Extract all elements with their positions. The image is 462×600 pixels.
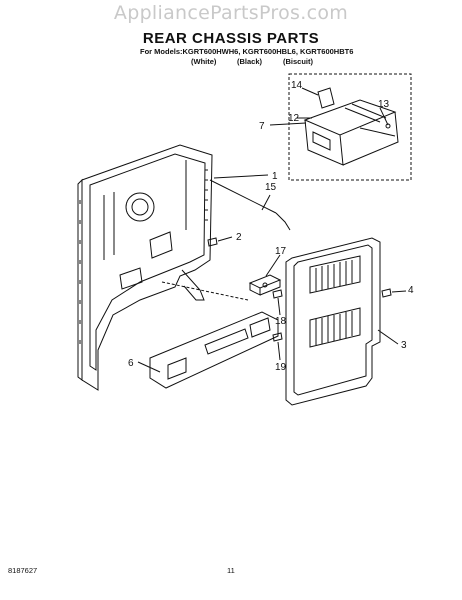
screw-18 <box>272 289 283 299</box>
rear-cover-panel <box>285 237 381 406</box>
leader-3 <box>377 329 399 345</box>
leader-7 <box>269 122 307 126</box>
screw-19 <box>272 332 283 342</box>
variant-biscuit: (Biscuit) <box>283 57 313 66</box>
upper-vent-grille <box>309 255 361 294</box>
document-number: 8187627 <box>8 566 38 575</box>
callout-15: 15 <box>265 182 277 193</box>
callout-19: 19 <box>275 362 287 373</box>
callout-18: 18 <box>275 316 287 327</box>
inset-detail-box <box>288 73 412 181</box>
support-rod <box>209 179 277 214</box>
callout-2: 2 <box>236 232 242 243</box>
variant-black: (Black) <box>237 57 263 66</box>
callout-13: 13 <box>378 99 390 110</box>
leader-15 <box>261 194 271 211</box>
leader-6 <box>137 361 161 373</box>
callout-12: 12 <box>288 113 300 124</box>
watermark-logo-text: AppliancePartsPros.com <box>113 2 349 24</box>
callout-7: 7 <box>259 121 265 132</box>
models-line: For Models:KGRT600HWH6, KGRT600HBL6, KGR… <box>140 47 354 56</box>
callout-14: 14 <box>291 80 303 91</box>
clip-part <box>248 274 282 296</box>
leader-19 <box>277 341 281 361</box>
callout-3: 3 <box>401 340 407 351</box>
leader-14 <box>301 87 319 96</box>
callout-6: 6 <box>128 358 134 369</box>
screw-2 <box>207 237 218 247</box>
leader-1 <box>213 174 269 179</box>
leader-17 <box>265 254 281 277</box>
leader-4 <box>391 290 407 293</box>
callout-4: 4 <box>408 285 414 296</box>
alignment-line <box>161 281 249 301</box>
leader-2 <box>217 236 233 242</box>
rod-hook <box>275 212 291 231</box>
rear-chassis-panel <box>77 144 213 391</box>
screw-4 <box>381 288 392 298</box>
lower-vent-grille <box>309 307 361 348</box>
leader-18 <box>277 297 281 316</box>
callout-1: 1 <box>272 171 278 182</box>
lower-bracket-plate <box>149 311 279 389</box>
callout-17: 17 <box>275 246 287 257</box>
leader-13 <box>379 107 389 126</box>
page-number: 11 <box>227 566 235 575</box>
diagram-title: REAR CHASSIS PARTS <box>142 30 320 47</box>
variant-white: (White) <box>191 57 217 66</box>
